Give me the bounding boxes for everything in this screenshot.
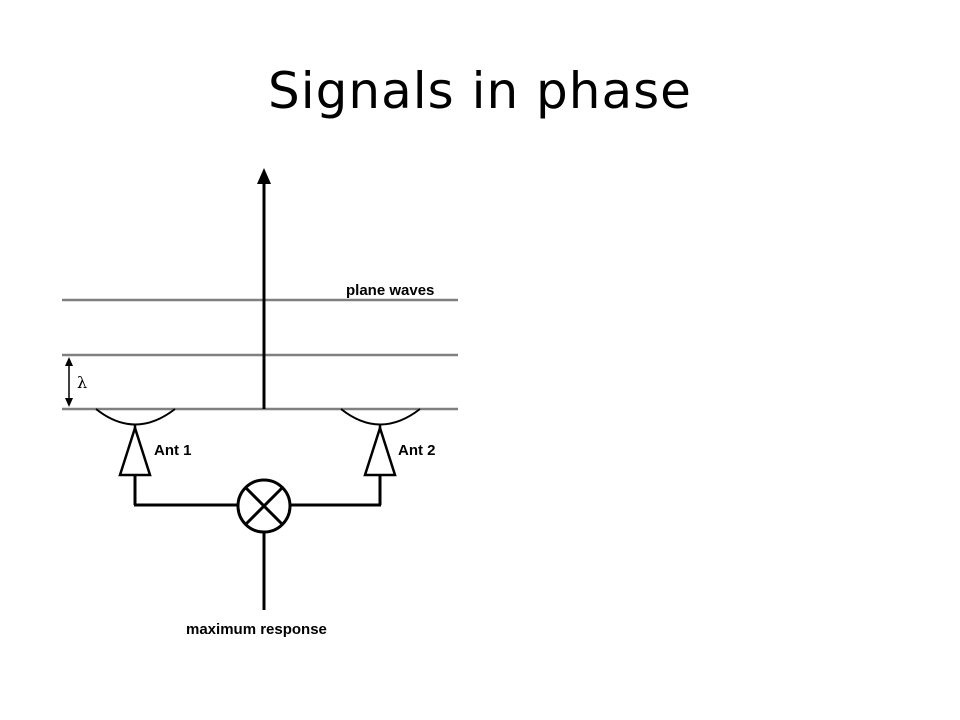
slide-title: Signals in phase (268, 62, 692, 120)
antenna-2-label: Ant 2 (398, 442, 436, 459)
wavelength-label: λ (77, 373, 87, 392)
antenna-2 (340, 408, 421, 505)
antenna-1-label: Ant 1 (154, 442, 192, 459)
plane-waves-label: plane waves (346, 282, 434, 299)
output-label: maximum response (186, 621, 327, 638)
signal-direction-arrow (257, 168, 271, 409)
antenna-1 (95, 408, 176, 505)
multiplier-icon (236, 478, 292, 534)
wavelength-marker (65, 357, 73, 407)
